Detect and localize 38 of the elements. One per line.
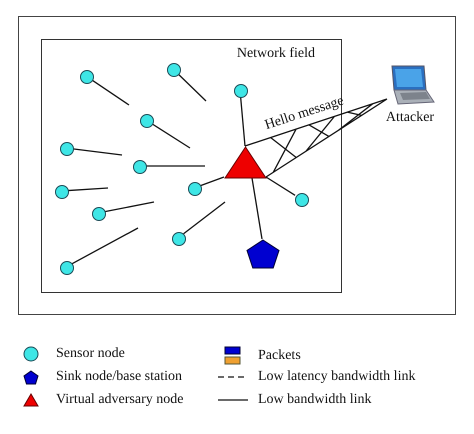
node-label: Attacker [386, 110, 434, 126]
edge-label: Hello message [263, 93, 346, 134]
lattice-link [244, 98, 388, 178]
link-line [72, 148, 122, 156]
sensor-node [55, 185, 69, 199]
legend-text: Virtual adversary node [56, 392, 184, 408]
sensor-node [295, 193, 309, 207]
legend-text: Packets [258, 348, 301, 364]
legend-text: Low latency bandwidth link [258, 369, 416, 385]
sensor-node [172, 232, 186, 246]
sensor-node [60, 142, 74, 156]
link-line [72, 227, 138, 264]
network-field-box [41, 39, 342, 293]
legend-text: Sensor node [56, 346, 125, 362]
link-line [91, 79, 130, 106]
sensor-node [167, 63, 181, 77]
sensor-node [92, 207, 106, 221]
sensor-node [234, 84, 248, 98]
sensor-node [140, 114, 154, 128]
link-line [152, 123, 190, 149]
link-line [200, 176, 224, 186]
sensor-node [60, 261, 74, 275]
legend-text: Low bandwidth link [258, 392, 372, 408]
link-line [104, 201, 154, 212]
link-line [183, 201, 226, 234]
sink-pentagon [246, 239, 280, 269]
sensor-node [133, 160, 147, 174]
adversary-triangle [224, 146, 267, 179]
link-line [240, 96, 246, 146]
field-title: Network field [236, 46, 315, 62]
sensor-node [188, 182, 202, 196]
legend-text: Sink node/base station [56, 369, 182, 385]
link-line [266, 176, 296, 196]
link-line [68, 187, 108, 192]
link-line [251, 178, 263, 240]
link-line [178, 73, 206, 102]
sensor-node [80, 70, 94, 84]
link-line [146, 165, 205, 167]
